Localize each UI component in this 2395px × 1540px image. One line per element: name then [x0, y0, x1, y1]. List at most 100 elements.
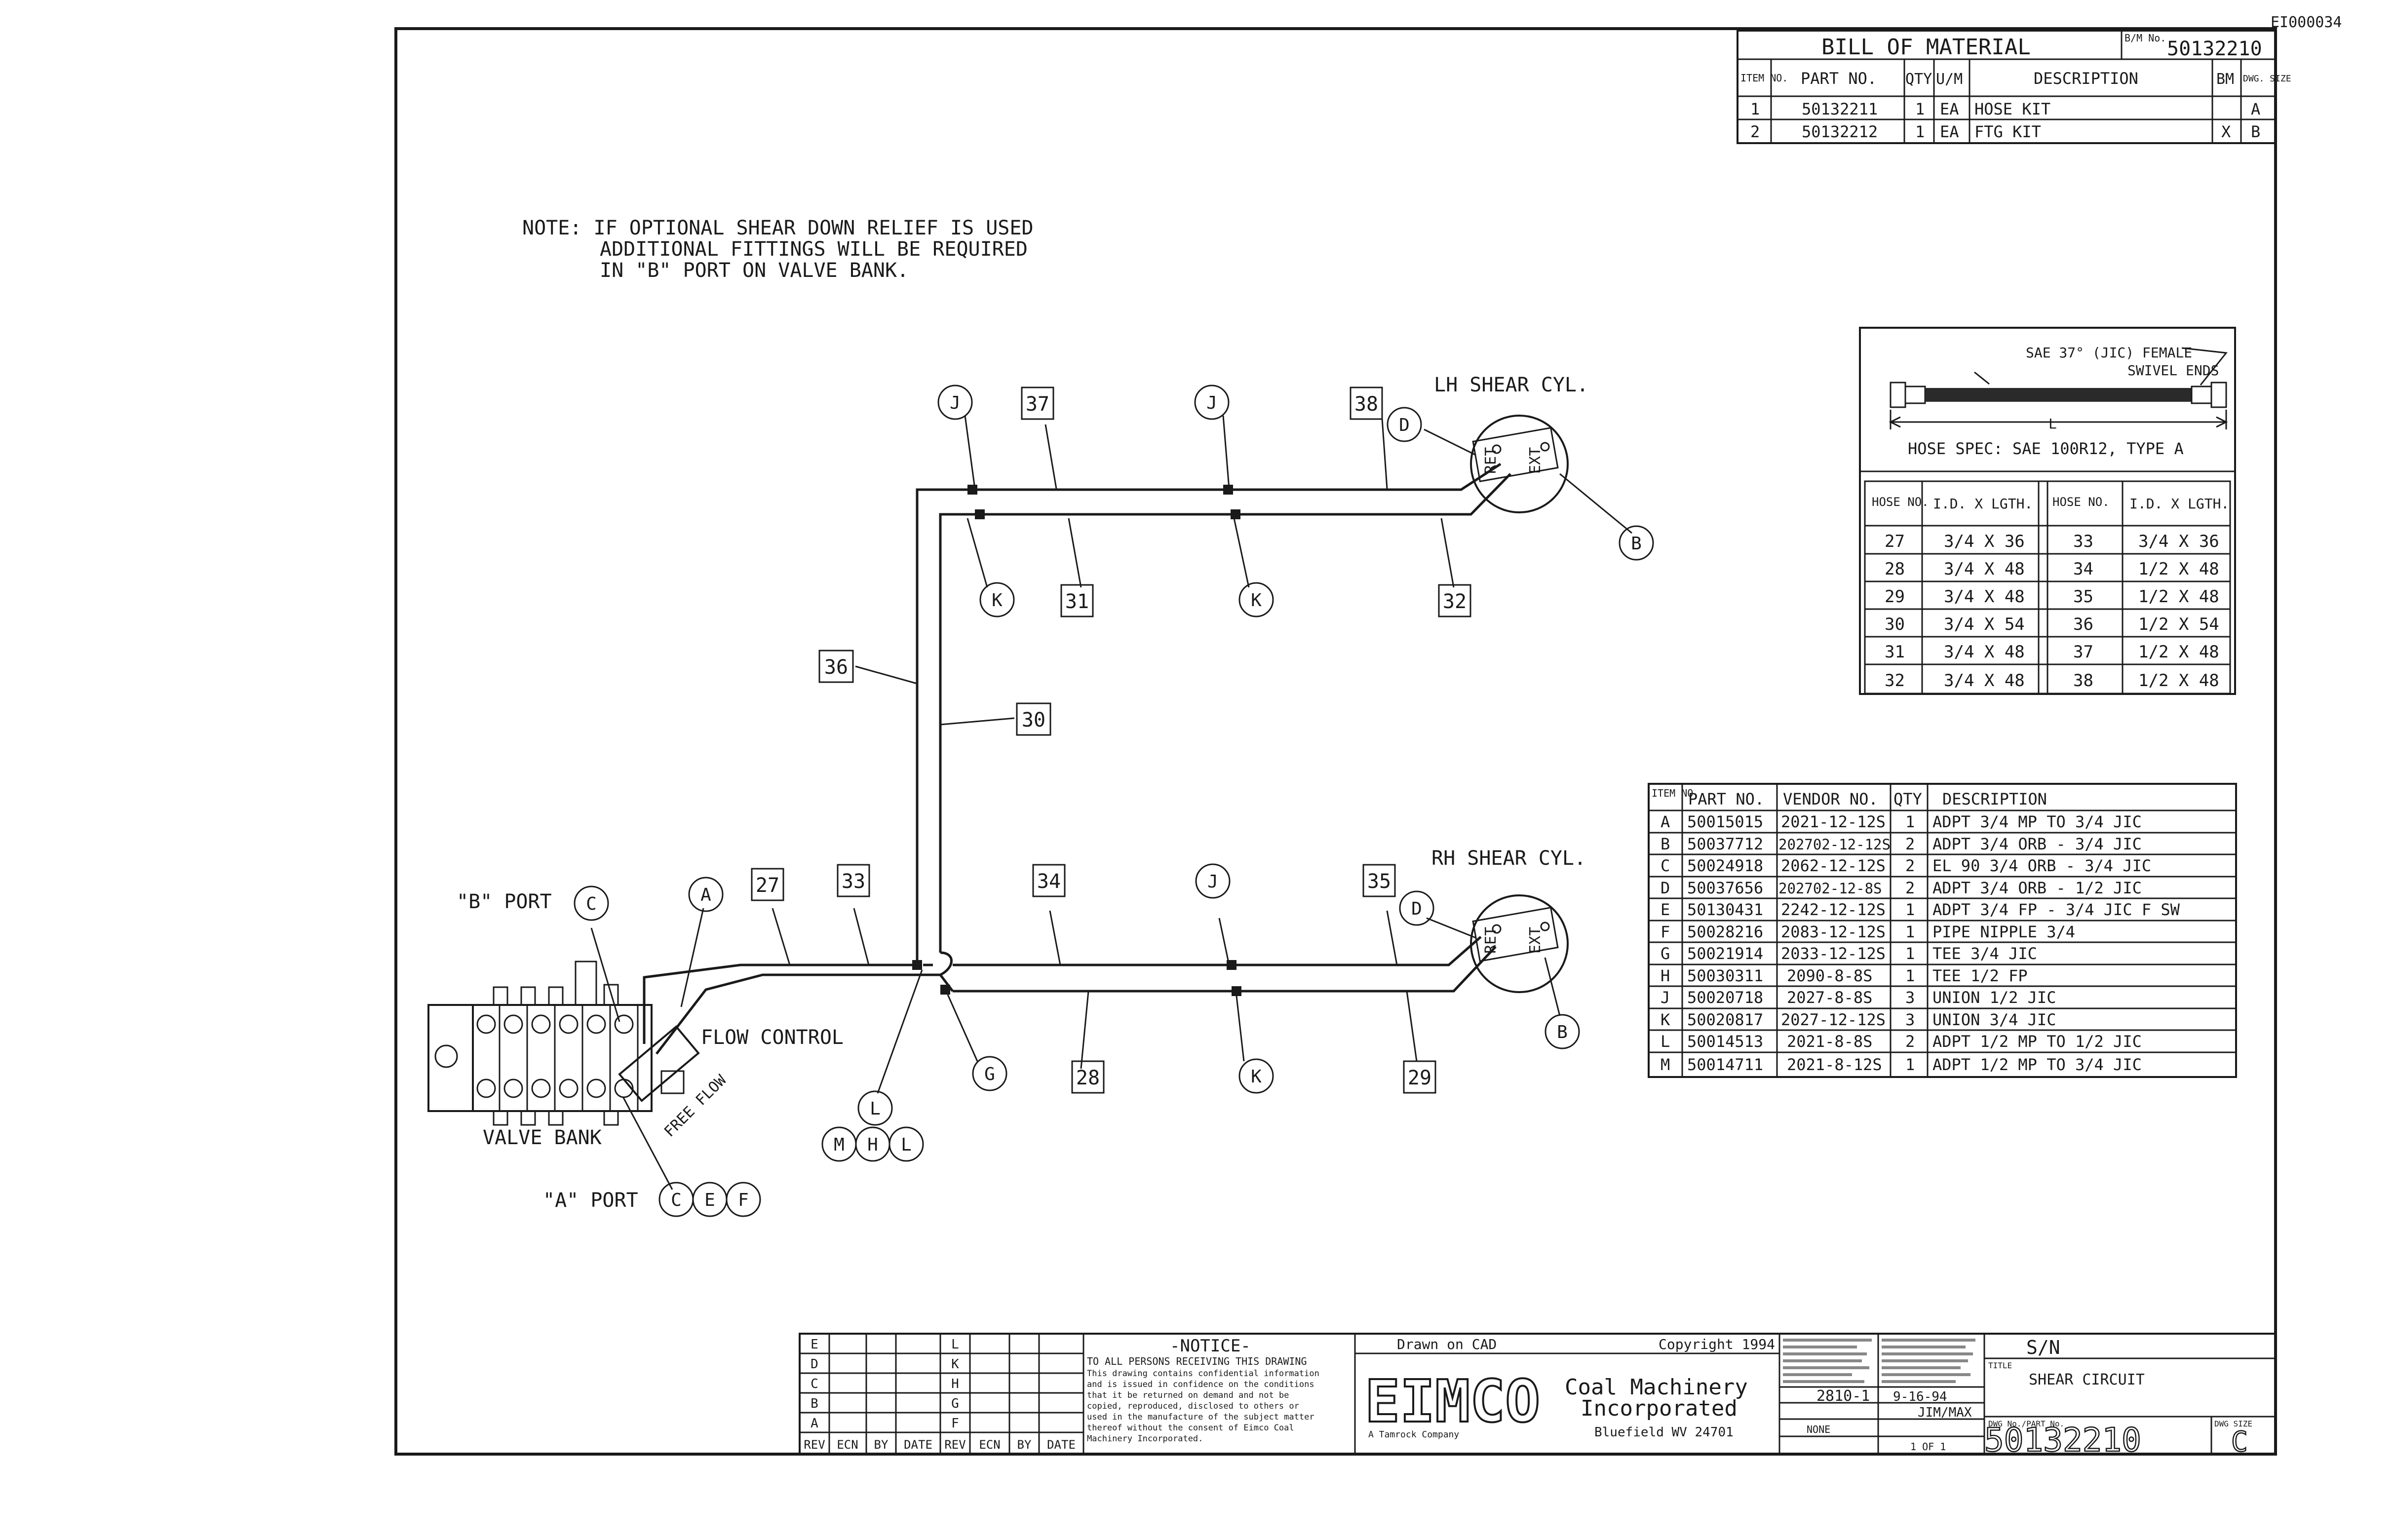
hose-row-size-1: 3/4 X 48 [1944, 671, 2025, 691]
callout-G: G [984, 1064, 995, 1084]
hose-row-no-2: 38 [2073, 671, 2093, 691]
fit-row-vendor: 2090-8-8S [1787, 966, 1872, 985]
hose-row-no-1: 27 [1885, 532, 1905, 551]
bom-number-label: B/M No. [2125, 32, 2166, 44]
hose-row-size-1: 3/4 X 36 [1944, 532, 2025, 551]
fit-row-item: D [1661, 879, 1670, 897]
drawn-by: JIM/MAX [1918, 1405, 1972, 1420]
hose-tag-28: 28 [1076, 1067, 1100, 1089]
fit-row-qty: 3 [1905, 1010, 1915, 1029]
lh-shear-cyl-label: LH SHEAR CYL. [1434, 374, 1588, 396]
rev-letter: B [811, 1396, 818, 1411]
callout-H: H [867, 1135, 878, 1155]
callout-L: L [870, 1099, 881, 1119]
hose-row-no-1: 31 [1885, 642, 1905, 662]
fit-row-qty: 3 [1905, 988, 1915, 1007]
hose-row: 29 3/4 X 48 35 1/2 X 48 [1885, 587, 2219, 607]
eimco-logo: EIMCO [1365, 1367, 1540, 1435]
fit-row: F 50028216 2083-12-12S 1 PIPE NIPPLE 3/4 [1661, 923, 2075, 941]
hose-illustration [1889, 347, 2228, 429]
fit-row-qty: 1 [1905, 812, 1915, 831]
fit-row-qty: 1 [1905, 923, 1915, 941]
b-port-label: "B" PORT [457, 890, 552, 913]
hose-tag-34: 34 [1037, 870, 1061, 893]
notice-line: thereof without the consent of Eimco Coa… [1087, 1423, 1294, 1433]
callout-M: M [834, 1135, 845, 1155]
fit-row-part: 50037712 [1687, 835, 1763, 853]
fit-row: H 50030311 2090-8-8S 1 TEE 1/2 FP [1661, 966, 2028, 985]
bom-row-part: 50132211 [1802, 100, 1878, 118]
bom-header-bm: BM [2216, 71, 2234, 88]
fitting-callouts: J J D B K K C A J D B G K L M H L C E F [574, 385, 1654, 1217]
callout-B: B [1557, 1022, 1568, 1042]
fit-row: A 50015015 2021-12-12S 1 ADPT 3/4 MP TO … [1661, 812, 2142, 831]
notice-line: TO ALL PERSONS RECEIVING THIS DRAWING [1087, 1355, 1307, 1367]
hose-row-no-1: 29 [1885, 587, 1905, 607]
fit-row-item: A [1661, 812, 1670, 831]
fit-row: L 50014513 2021-8-8S 2 ADPT 1/2 MP TO 1/… [1661, 1032, 2142, 1051]
fit-row-item: F [1661, 923, 1670, 941]
fit-row-vendor: 202702-12-8S [1778, 880, 1882, 897]
bom-row-item: 2 [1750, 122, 1760, 141]
fit-row-item: H [1661, 966, 1670, 985]
flow-control-valve [618, 1025, 700, 1102]
fit-row-qty: 1 [1905, 944, 1915, 963]
bom-row-desc: FTG KIT [1974, 122, 2041, 141]
hose-tag-35: 35 [1367, 870, 1391, 893]
bom-row-bm: X [2221, 122, 2231, 141]
bom-header-qty: QTY [1905, 71, 1932, 88]
note-line-2: ADDITIONAL FITTINGS WILL BE REQUIRED [600, 238, 1028, 261]
hose-row-no-2: 34 [2073, 559, 2093, 579]
hose-row-no-1: 32 [1885, 671, 1905, 691]
bom-row-qty: 1 [1915, 122, 1925, 141]
company-city: Bluefield WV 24701 [1594, 1425, 1734, 1440]
bom-row-size: B [2251, 122, 2260, 141]
hose-tag-27: 27 [756, 874, 779, 897]
hose-row-no-2: 37 [2073, 642, 2093, 662]
fit-row-part: 50014513 [1687, 1032, 1763, 1051]
fit-row-item: M [1661, 1055, 1670, 1074]
hose-tag-36: 36 [824, 656, 848, 679]
bom-title: BILL OF MATERIAL [1821, 35, 2031, 60]
fit-row-qty: 2 [1905, 856, 1915, 875]
rev-header: ECN [979, 1438, 1000, 1452]
bom-header-item: ITEM NO. [1740, 72, 1788, 84]
hose-header-size-1: I.D. X LGTH. [1933, 496, 2033, 512]
hose-row-size-2: 1/2 X 48 [2138, 559, 2219, 579]
notice-line: that it be returned on demand and not be [1087, 1390, 1289, 1400]
callout-D: D [1411, 899, 1422, 919]
hose-row: 27 3/4 X 36 33 3/4 X 36 [1885, 532, 2219, 551]
hose-row-size-1: 3/4 X 54 [1944, 615, 2025, 634]
hose-row: 32 3/4 X 48 38 1/2 X 48 [1885, 671, 2219, 691]
leader-lines [590, 415, 1632, 1190]
lh-ext-port-label: EXT [1527, 447, 1544, 474]
fit-row-qty: 1 [1905, 900, 1915, 919]
bom-row-um: EA [1940, 122, 1959, 141]
dwg-size-label: DWG SIZE [2214, 1419, 2252, 1428]
notice-line: Machinery Incorporated. [1087, 1434, 1203, 1444]
fit-row-desc: ADPT 3/4 ORB - 1/2 JIC [1932, 879, 2142, 897]
callout-K: K [1251, 1067, 1262, 1087]
dwg-size: C [2231, 1426, 2248, 1458]
title-block: E D C B A L K H G F REV ECN BY DATE REV … [799, 1333, 2277, 1460]
fit-row-part: 50014711 [1687, 1055, 1763, 1074]
rev-letter: C [811, 1377, 818, 1391]
fit-row: K 50020817 2027-12-12S 3 UNION 3/4 JIC [1661, 1010, 2056, 1029]
fit-row-vendor: 202702-12-12S [1778, 836, 1891, 853]
bom-number: 50132210 [2167, 38, 2262, 60]
fit-row-desc: ADPT 1/2 MP TO 1/2 JIC [1932, 1032, 2142, 1051]
fit-row-part: 50130431 [1687, 900, 1763, 919]
hose-spec-label: HOSE SPEC: SAE 100R12, TYPE A [1908, 439, 2184, 458]
hose-line-lower [656, 951, 953, 1055]
callout-K: K [1251, 590, 1262, 611]
fit-header-part: PART NO. [1688, 790, 1764, 808]
fit-row-vendor: 2027-8-8S [1787, 988, 1872, 1007]
fit-row-item: C [1661, 856, 1670, 875]
hose-row-size-1: 3/4 X 48 [1944, 559, 2025, 579]
notice-line: and is issued in confidence on the condi… [1087, 1380, 1314, 1389]
rev-letter: A [811, 1416, 818, 1431]
fit-row-item: J [1661, 988, 1670, 1007]
hose-spec-table: SAE 37° (JIC) FEMALE SWIVEL ENDS L HOSE … [1859, 327, 2236, 695]
fit-row-desc: ADPT 3/4 FP - 3/4 JIC F SW [1932, 900, 2180, 919]
